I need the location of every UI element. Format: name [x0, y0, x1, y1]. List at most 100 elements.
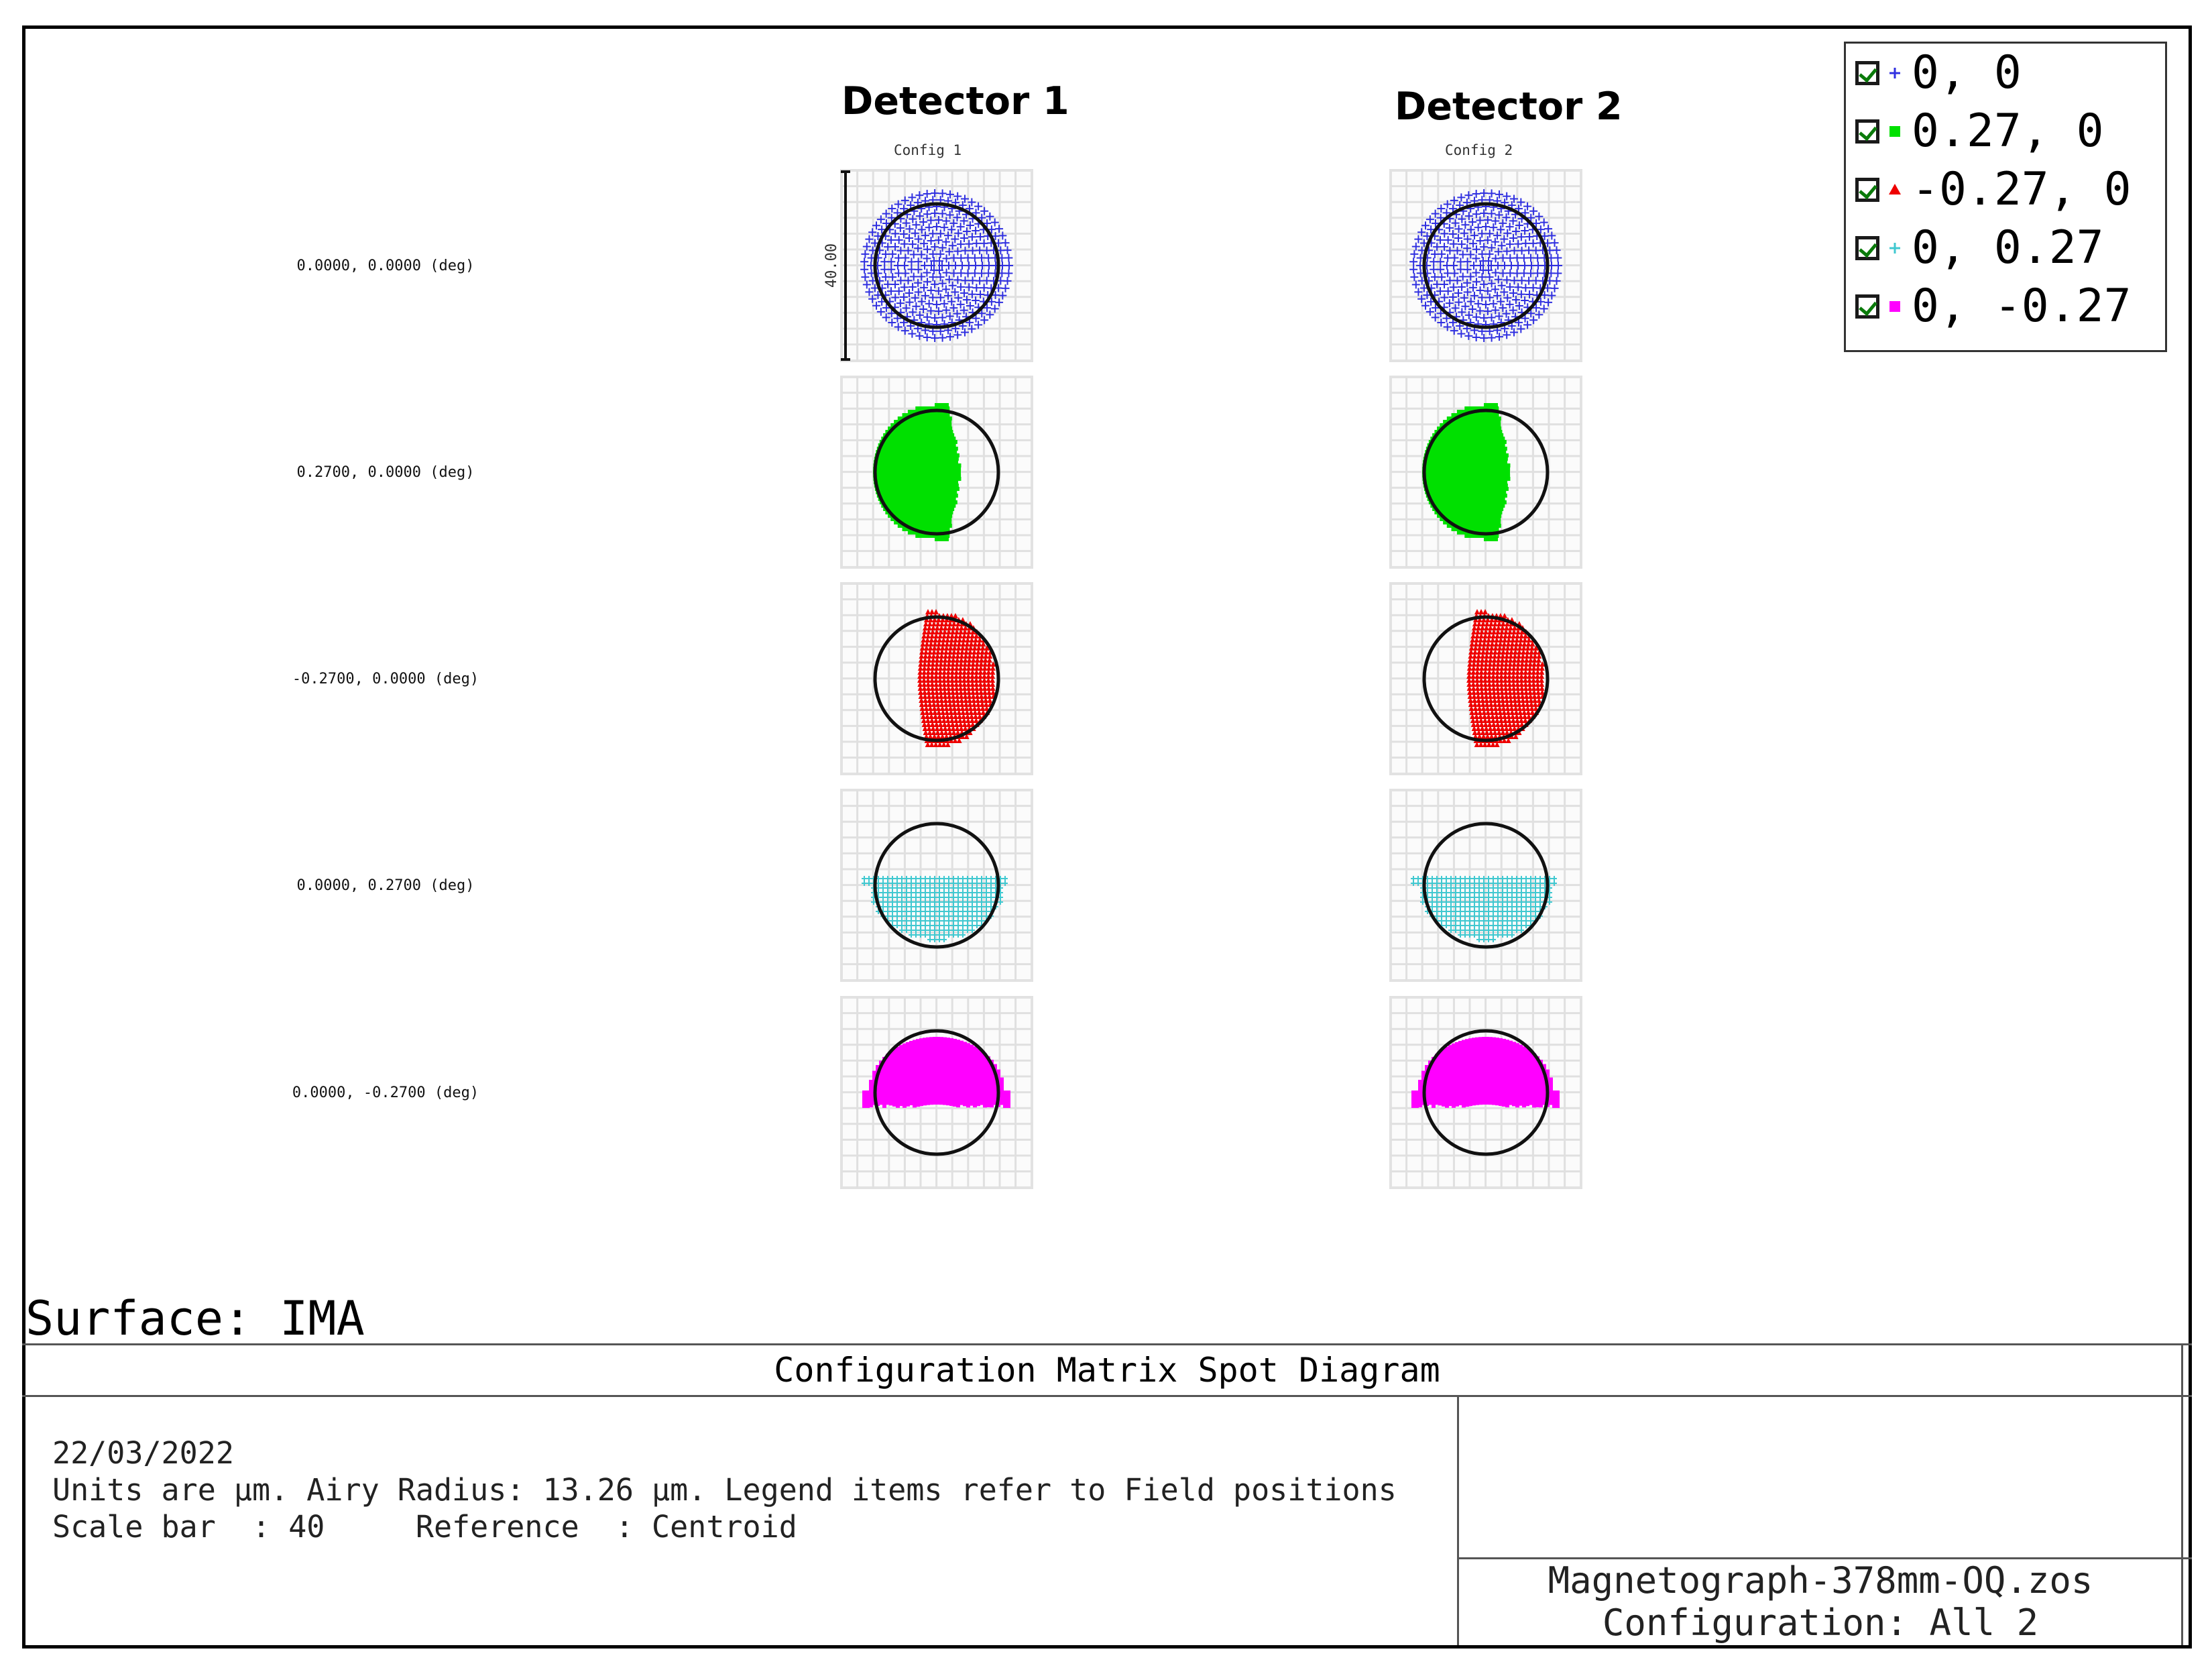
spot-point	[959, 1077, 964, 1082]
spot-point	[935, 510, 940, 514]
spot-point	[974, 657, 980, 663]
spot-point	[979, 653, 985, 659]
spot-point	[1003, 1091, 1007, 1095]
spot-point	[970, 1064, 974, 1069]
spot-point	[930, 470, 934, 474]
spot-point	[1485, 229, 1494, 238]
spot-point	[945, 510, 950, 514]
spot-point	[1512, 702, 1518, 707]
spot-point	[907, 463, 911, 467]
spot-point	[923, 1101, 927, 1106]
spot-point	[1474, 510, 1479, 514]
spot-point	[1474, 742, 1480, 747]
spot-point	[970, 876, 975, 881]
spot-point	[1519, 254, 1528, 262]
spot-point	[1447, 487, 1452, 491]
spot-point	[953, 192, 962, 201]
spot-point	[986, 1089, 990, 1094]
spot-point	[955, 621, 961, 626]
spot-point	[1494, 437, 1499, 441]
spot-point	[929, 681, 935, 687]
spot-point	[1536, 653, 1542, 659]
spot-point	[1440, 460, 1444, 464]
spot-point	[923, 1071, 927, 1076]
spot-point	[899, 923, 905, 928]
spot-point	[949, 510, 953, 514]
spot-point	[913, 1056, 917, 1061]
spot-point	[945, 312, 954, 321]
spot-point	[1525, 641, 1531, 647]
spot-point	[1495, 677, 1501, 683]
spot-point	[947, 706, 953, 711]
spot-point	[1468, 697, 1474, 703]
spot-point	[953, 1038, 957, 1043]
spot-point	[1480, 497, 1485, 501]
airy-circle	[873, 202, 1000, 329]
spot-point	[930, 693, 936, 699]
spot-point	[1427, 297, 1436, 306]
spot-point	[1554, 262, 1562, 270]
spot-point	[1474, 427, 1478, 431]
spot-point	[1456, 410, 1461, 414]
spot-point	[1494, 718, 1500, 723]
spot-point	[1526, 637, 1532, 643]
spot-point	[949, 714, 955, 719]
spot-point	[1429, 447, 1434, 451]
spot-point	[1473, 460, 1478, 464]
spot-point	[1495, 625, 1501, 630]
spot-point	[1480, 416, 1485, 421]
spot-point	[909, 1058, 913, 1062]
spot-point	[888, 514, 892, 518]
spot-point	[913, 928, 919, 933]
spot-point	[1462, 507, 1467, 511]
spot-point	[886, 1057, 890, 1062]
spot-point	[1539, 669, 1545, 675]
spot-point	[909, 440, 914, 444]
spot-point	[890, 881, 895, 886]
spot-point	[953, 247, 962, 256]
spot-point	[941, 742, 947, 747]
spot-point	[880, 494, 884, 498]
spot-point	[1520, 702, 1526, 707]
spot-point	[899, 1099, 903, 1103]
spot-point	[935, 514, 939, 518]
spot-point	[914, 258, 923, 266]
spot-point	[941, 403, 945, 407]
spot-point	[963, 1078, 967, 1083]
spot-point	[1442, 494, 1447, 498]
spot-point	[1519, 629, 1525, 634]
spot-point	[1504, 453, 1509, 457]
spot-point	[1475, 726, 1481, 731]
spot-point	[1487, 669, 1493, 675]
spot-point	[1485, 510, 1489, 514]
spot-point	[905, 289, 913, 298]
spot-point	[938, 403, 942, 407]
spot-point	[913, 1090, 917, 1095]
spot-point	[862, 1101, 866, 1105]
spot-point	[938, 497, 943, 501]
spot-point	[936, 1087, 940, 1092]
spot-point	[933, 633, 939, 638]
spot-point	[948, 641, 954, 647]
spot-point	[929, 273, 937, 282]
spot-point	[940, 477, 945, 481]
spot-point	[1476, 621, 1482, 626]
spot-point	[1472, 494, 1477, 498]
spot-point	[926, 1057, 930, 1062]
spot-point	[901, 453, 906, 457]
spot-point	[956, 1066, 960, 1071]
spot-panel-r2-c1	[840, 376, 1033, 569]
spot-point	[1487, 443, 1492, 447]
spot-point	[904, 276, 913, 285]
spot-point	[970, 681, 976, 687]
spot-point	[1509, 289, 1518, 298]
spot-point	[1480, 514, 1485, 518]
spot-point	[879, 1080, 883, 1085]
spot-point	[1476, 467, 1480, 471]
spot-point	[938, 243, 947, 252]
spot-point	[1494, 487, 1499, 491]
spot-point	[906, 1048, 910, 1053]
spot-point	[935, 453, 939, 457]
spot-point	[1482, 507, 1487, 511]
spot-point	[964, 645, 970, 651]
